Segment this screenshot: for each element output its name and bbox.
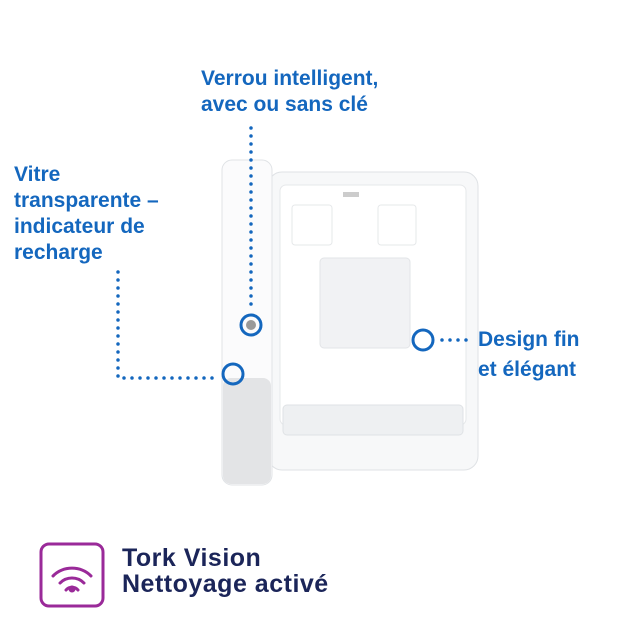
- dispenser-door: [221, 159, 273, 486]
- callout-lines: [116, 126, 472, 380]
- lock-highlight-circle: [239, 313, 263, 337]
- window-label-line1: Vitre: [14, 163, 61, 186]
- dispenser-back-panel: [267, 171, 479, 471]
- window-label-line4: recharge: [14, 241, 103, 264]
- window-callout-label: Vitre transparente – indicateur de recha…: [14, 162, 159, 266]
- lock-label-line2: avec ou sans clé: [201, 93, 368, 116]
- window-callout-line: [116, 270, 222, 380]
- design-label-line1: Design fin: [478, 328, 580, 351]
- lock-callout-label: Verrou intelligent, avec ou sans clé: [201, 66, 378, 118]
- window-highlight-circle: [221, 362, 245, 386]
- design-label-line2: et élégant: [478, 358, 577, 381]
- lock-label-line1: Verrou intelligent,: [201, 67, 379, 90]
- feature-subtitle: Nettoyage activé: [122, 570, 329, 598]
- window-label-line2: transparente –: [14, 189, 159, 212]
- feature-title: Tork Vision: [122, 544, 262, 572]
- wifi-icon: [39, 542, 105, 608]
- design-highlight-circle: [411, 328, 435, 352]
- window-label-line3: indicateur de: [14, 215, 145, 238]
- feature-label: Tork Vision Nettoyage activé: [122, 545, 329, 597]
- design-callout-label: Design fin et élégant: [478, 325, 580, 385]
